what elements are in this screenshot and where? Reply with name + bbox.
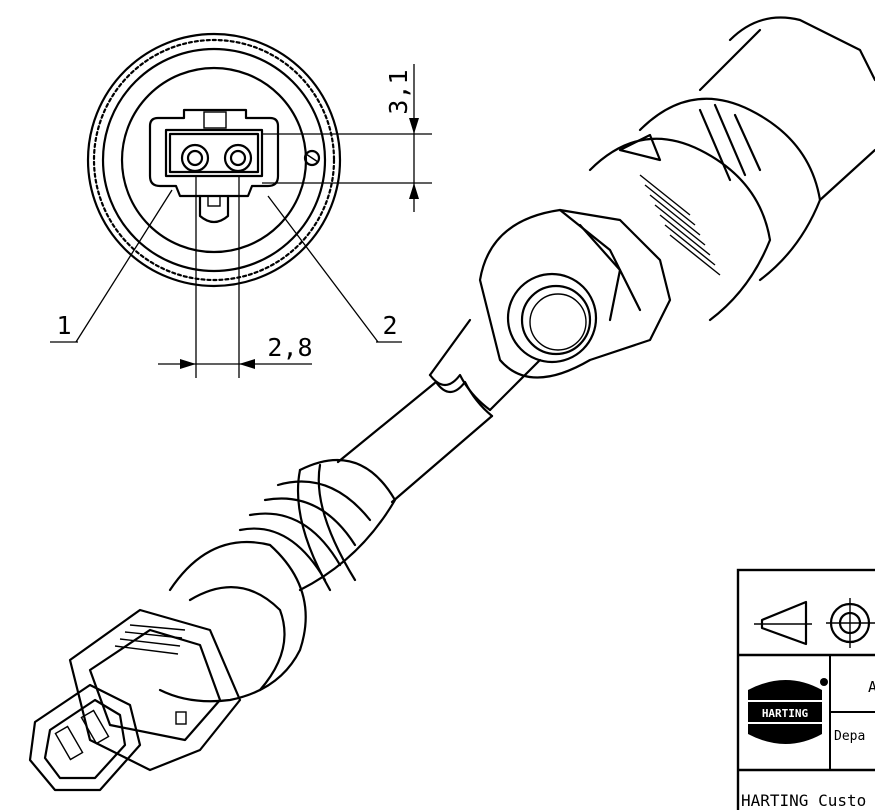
- ferrule-2: [223, 143, 253, 173]
- connector-front-view: [86, 32, 342, 288]
- dimension-horizontal-label: 2,8: [267, 333, 312, 362]
- key-pin: [303, 149, 321, 167]
- knurl-band: [639, 174, 721, 276]
- title-block: HARTING A Depa HARTING Custo: [736, 568, 875, 810]
- department-cell: Depa: [834, 729, 865, 744]
- callout-2-label: 2: [382, 311, 397, 340]
- footer-text: HARTING Custo: [741, 791, 866, 810]
- strain-relief: [238, 458, 397, 592]
- harting-logo-icon: HARTING: [748, 678, 828, 744]
- logo-text: HARTING: [762, 707, 809, 720]
- connector-right-iso: [478, 16, 875, 379]
- ferrule-1: [180, 143, 210, 173]
- dimension-vertical-label: 3,1: [384, 69, 413, 114]
- dimension-vertical: 3,1: [262, 64, 432, 212]
- revision-cell: A: [868, 678, 875, 696]
- connector-left-iso: [28, 458, 397, 792]
- knurled-ring: [92, 38, 336, 282]
- callout-2: 2: [267, 195, 402, 343]
- latch-ribs: [114, 624, 186, 655]
- dimension-horizontal: 2,8: [158, 176, 313, 378]
- projection-symbol-icon: [754, 598, 875, 648]
- callout-1-label: 1: [56, 311, 71, 340]
- cable: [336, 318, 542, 504]
- callout-1: 1: [50, 189, 173, 343]
